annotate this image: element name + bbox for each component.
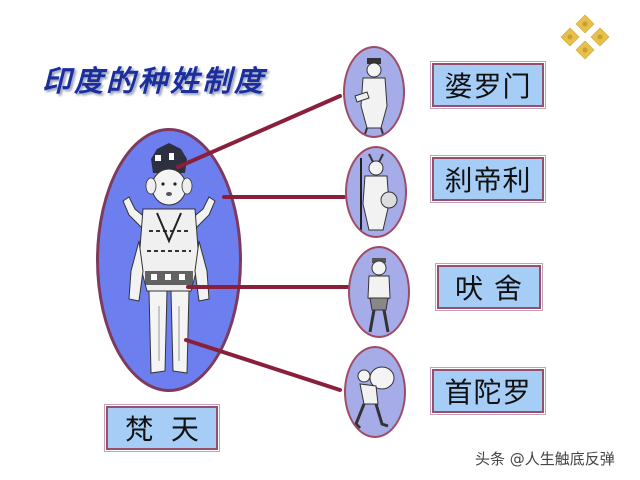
kshatriya-oval xyxy=(345,146,407,238)
watermark: 头条 @人生触底反弹 xyxy=(475,450,615,468)
vaishya-oval xyxy=(348,246,410,338)
laborer-figure-icon xyxy=(354,366,395,430)
brahma-deity-figure-icon xyxy=(122,143,216,374)
brahmin-oval xyxy=(343,46,405,138)
merchant-figure-icon xyxy=(367,258,391,333)
warrior-figure-icon xyxy=(360,153,398,232)
vaishya-label: 吠 舍 xyxy=(435,263,543,311)
shudra-label: 首陀罗 xyxy=(430,367,546,415)
shudra-oval xyxy=(344,346,406,438)
brahmin-label: 婆罗门 xyxy=(430,61,546,109)
brahma-label: 梵 天 xyxy=(104,404,220,452)
kshatriya-label: 刹帝利 xyxy=(430,155,546,203)
brahma-oval xyxy=(96,128,242,392)
page-title: 印度的种姓制度 xyxy=(42,64,267,98)
priest-figure-icon xyxy=(354,58,388,135)
gold-diamond-logo-icon xyxy=(555,14,615,64)
